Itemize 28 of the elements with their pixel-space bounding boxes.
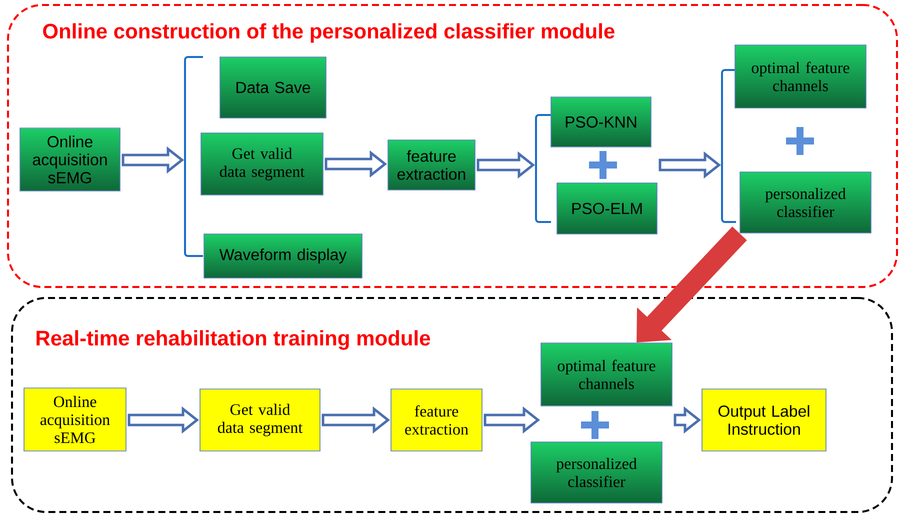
process-box: personalized classifier <box>740 172 872 234</box>
process-box: feature extraction <box>388 140 476 190</box>
block-arrow <box>484 406 540 434</box>
block-arrow <box>674 406 702 434</box>
process-box: optimal feature channels <box>540 342 672 406</box>
process-box: personalized classifier <box>530 442 662 504</box>
process-box: PSO-KNN <box>550 96 652 148</box>
bracket <box>184 56 203 257</box>
process-box: Waveform display <box>204 234 362 278</box>
block-arrow <box>324 150 388 178</box>
process-box: feature extraction <box>390 388 482 452</box>
process-box: Data Save <box>220 56 326 118</box>
block-arrow <box>322 406 390 434</box>
block-arrow <box>122 146 184 174</box>
bracket <box>721 69 736 223</box>
process-box: Output Label Instruction <box>702 388 826 452</box>
process-box: Online acquisition sEMG <box>24 388 126 452</box>
bracket <box>535 114 551 223</box>
process-box: optimal feature channels <box>734 44 866 108</box>
process-box: PSO-ELM <box>556 182 658 234</box>
process-box: Get valid data segment <box>200 388 320 452</box>
process-box: Online acquisition sEMG <box>20 128 120 192</box>
module-title: Online construction of the personalized classifier module <box>43 23 614 43</box>
process-box: Get valid data segment <box>200 132 324 196</box>
block-arrow <box>476 151 536 179</box>
module-title: Real-time rehabilitation training module <box>36 330 430 350</box>
block-arrow <box>658 151 722 179</box>
block-arrow <box>128 406 200 434</box>
